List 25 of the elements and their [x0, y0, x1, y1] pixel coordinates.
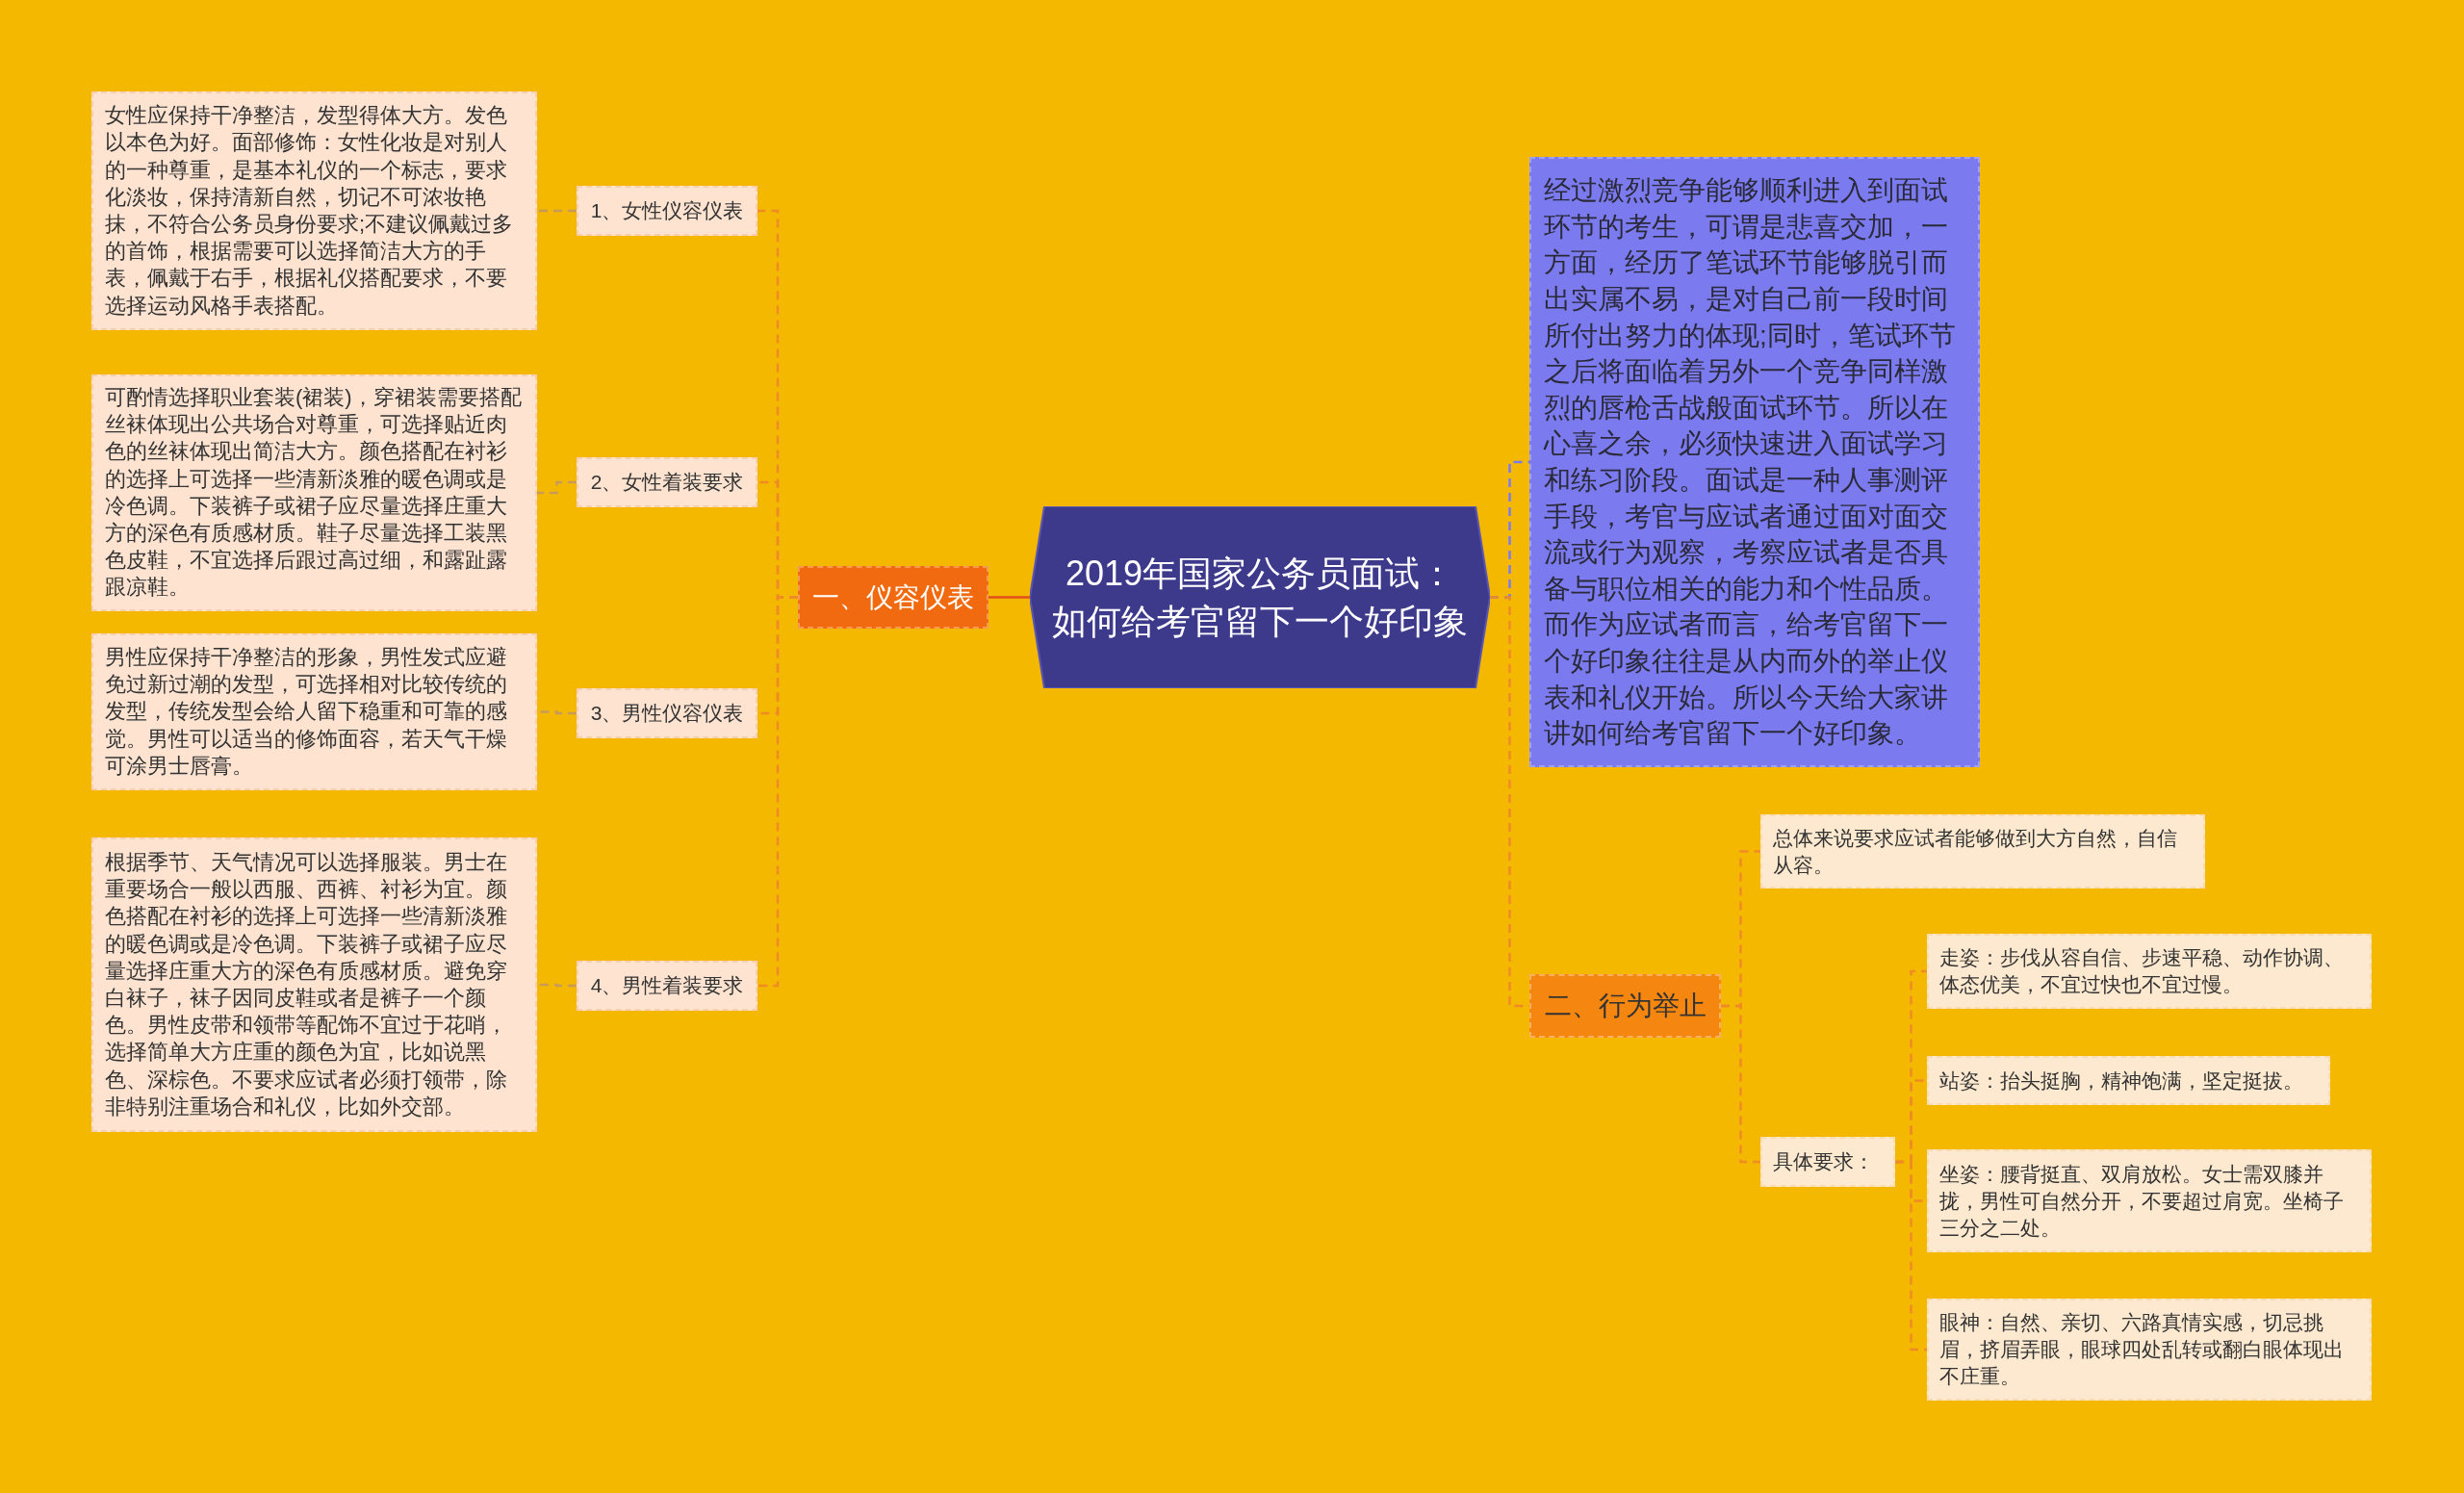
branch-box: 一、仪容仪表: [798, 566, 988, 629]
connector-line: [988, 596, 1030, 599]
connector-line: [537, 480, 577, 495]
text-box: 可酌情选择职业套装(裙装)，穿裙装需要搭配丝袜体现出公共场合对尊重，可选择贴近肉色的丝袜体现出简洁大方。颜色搭配在衬衫的选择上可选择一些清新淡雅的暖色调或是冷色调。下装裤子或裙子应尽量选择庄重大方的深色有质感材质。鞋子尽量选择工装黑色皮鞋，不宜选择后跟过高过细，和露趾露跟凉鞋。: [91, 374, 537, 611]
topic-box: 2、女性着装要求: [577, 457, 757, 507]
text-box: 男性应保持干净整洁的形象，男性发式应避免过新过潮的发型，可选择相对比较传统的发型，传统发型会给人留下稳重和可靠的感觉。男性可以适当的修饰面容，若天气干燥可涂男士唇膏。: [91, 633, 537, 790]
topic-box: 4、男性着装要求: [577, 961, 757, 1011]
text-box: 女性应保持干净整洁，发型得体大方。发色以本色为好。面部修饰：女性化妆是对别人的一种尊重，是基本礼仪的一个标志，要求化淡妆，保持清新自然，切记不可浓妆艳抹，不符合公务员身份要求;不建议佩戴过多的首饰，根据需要可以选择简洁大方的手表，佩戴于右手，根据礼仪搭配要求，不要选择运动风格手表搭配。: [91, 91, 537, 330]
text-box: 走姿：步伐从容自信、步速平稳、动作协调、体态优美，不宜过快也不宜过慢。: [1927, 934, 2372, 1009]
connector-line: [537, 209, 577, 213]
text-box: 坐姿：腰背挺直、双肩放松。女士需双膝并拢，男性可自然分开，不要超过肩宽。坐椅子三分之二处。: [1927, 1149, 2372, 1252]
text-box: 眼神：自然、亲切、六路真情实感，切忌挑眉，挤眉弄眼，眼球四处乱转或翻白眼体现出不庄重。: [1927, 1299, 2372, 1401]
topic-box: 3、男性仪容仪表: [577, 688, 757, 738]
connector-line: [1721, 1004, 1760, 1164]
text-box: 具体要求：: [1760, 1137, 1895, 1187]
branch-box: 二、行为举止: [1529, 974, 1721, 1038]
connector-line: [537, 983, 577, 988]
text-box: 总体来说要求应试者能够做到大方自然，自信从容。: [1760, 814, 2205, 888]
intro-box: 经过激烈竞争能够顺利进入到面试环节的考生，可谓是悲喜交加，一方面，经历了笔试环节能够脱引而出实属不易，是对自己前一段时间所付出努力的体现;同时，笔试环节之后将面临着另外一个竞争同样激烈的唇枪舌战般面试环节。所以在心喜之余，必须快速进入面试学习和练习阶段。面试是一种人事测评手段，考官与应试者通过面对面交流或行为观察，考察应试者是否具备与职位相关的能力和个性品质。而作为应试者而言，给考官留下一个好印象往往是从内而外的举止仪表和礼仪开始。所以今天给大家讲讲如何给考官留下一个好印象。: [1529, 157, 1980, 767]
topic-box: 1、女性仪容仪表: [577, 186, 757, 236]
text-box: 站姿：抬头挺胸，精神饱满，坚定挺拔。: [1927, 1056, 2330, 1105]
connector-line: [1895, 1160, 1927, 1351]
text-box: 根据季节、天气情况可以选择服装。男士在重要场合一般以西服、西裤、衬衫为宜。颜色搭配在衬衫的选择上可选择一些清新淡雅的暖色调或是冷色调。下装裤子或裙子应尽量选择庄重大方的深色有质感材质。避免穿白袜子，袜子因同皮鞋或者是裤子一个颜色。男性皮带和领带等配饰不宜过于花哨，选择简单大方庄重的颜色为宜，比如说黑色、深棕色。不要求应试者必须打领带，除非特别注重场合和礼仪，比如外交部。: [91, 837, 537, 1132]
connector-line: [757, 596, 798, 988]
title-hexagon: 2019年国家公务员面试：如何给考官留下一个好印象: [1030, 506, 1490, 688]
